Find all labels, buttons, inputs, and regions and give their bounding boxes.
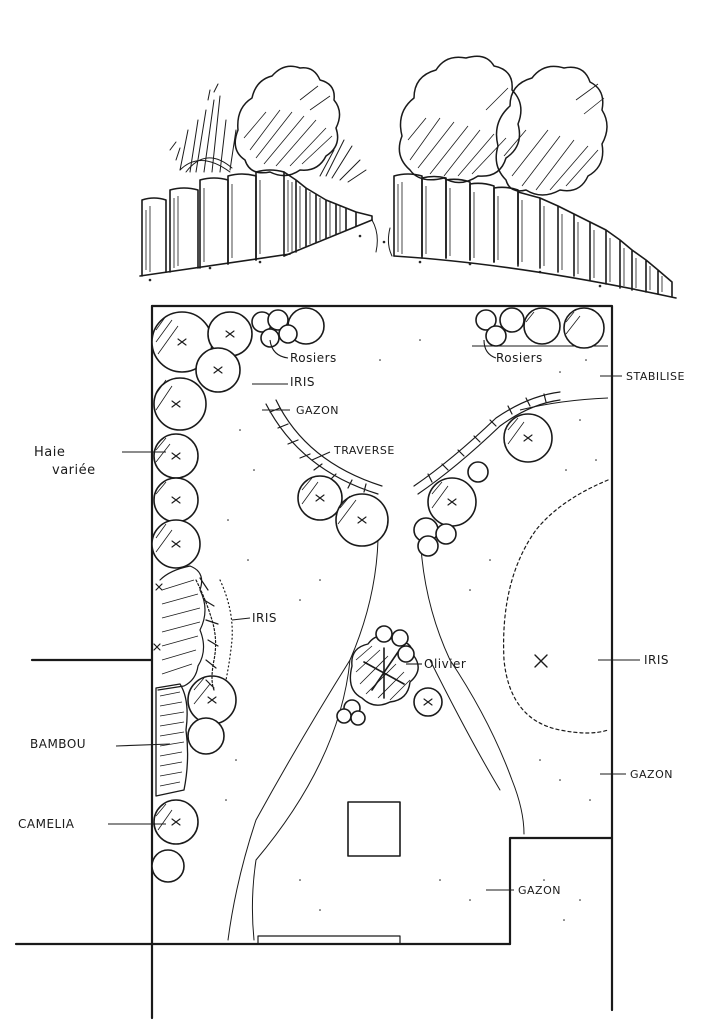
- label-stabilise: STABILISE: [626, 370, 685, 383]
- label-iris-right: IRIS: [644, 653, 669, 667]
- left-tree: [234, 65, 341, 177]
- label-haie-line2: variée: [52, 463, 96, 478]
- bamboo-hedge: [153, 565, 206, 797]
- right-wall-shading: [397, 182, 663, 292]
- label-bambou: BAMBOU: [30, 737, 86, 751]
- perspective-sketch: [139, 55, 677, 299]
- label-rosiers-right: Rosiers: [496, 351, 543, 365]
- label-iris-top: IRIS: [290, 375, 315, 389]
- right-wall: [393, 173, 677, 299]
- right-trees: [398, 55, 608, 196]
- label-rosiers-left: Rosiers: [290, 351, 337, 365]
- hedge-shrubs: [151, 311, 253, 883]
- label-iris-left: IRIS: [252, 611, 277, 625]
- label-gazon-right: GAZON: [630, 768, 673, 781]
- perspective-path: [148, 219, 602, 288]
- left-wall-shading: [145, 180, 341, 272]
- plan-labels: Rosiers Rosiers IRIS GAZON TRAVERSE STAB…: [18, 351, 685, 897]
- label-gazon-top: GAZON: [296, 404, 339, 417]
- iris-right-mass: [503, 479, 609, 734]
- traverse-shrubs: [297, 413, 553, 557]
- label-traverse: TRAVERSE: [333, 444, 395, 457]
- left-wall: [139, 169, 373, 277]
- label-camelia: CAMELIA: [18, 817, 75, 831]
- garden-paths: [227, 529, 525, 941]
- left-grasses: [169, 83, 367, 183]
- roses-left: [251, 307, 325, 348]
- label-gazon-bottom: GAZON: [518, 884, 561, 897]
- roses-right: [475, 307, 605, 349]
- label-haie-line1: Haie: [34, 445, 65, 460]
- gate-threshold: [257, 935, 401, 945]
- label-olivier: Olivier: [424, 657, 466, 671]
- traverse-right: [413, 391, 561, 495]
- olive-tree: [336, 625, 443, 726]
- iris-left-mass: [195, 577, 233, 691]
- label-leaders: [108, 339, 640, 891]
- central-paving-square: [347, 801, 401, 857]
- gravel-stipple: [225, 339, 597, 921]
- plan-view: Rosiers Rosiers IRIS GAZON TRAVERSE STAB…: [14, 304, 685, 1020]
